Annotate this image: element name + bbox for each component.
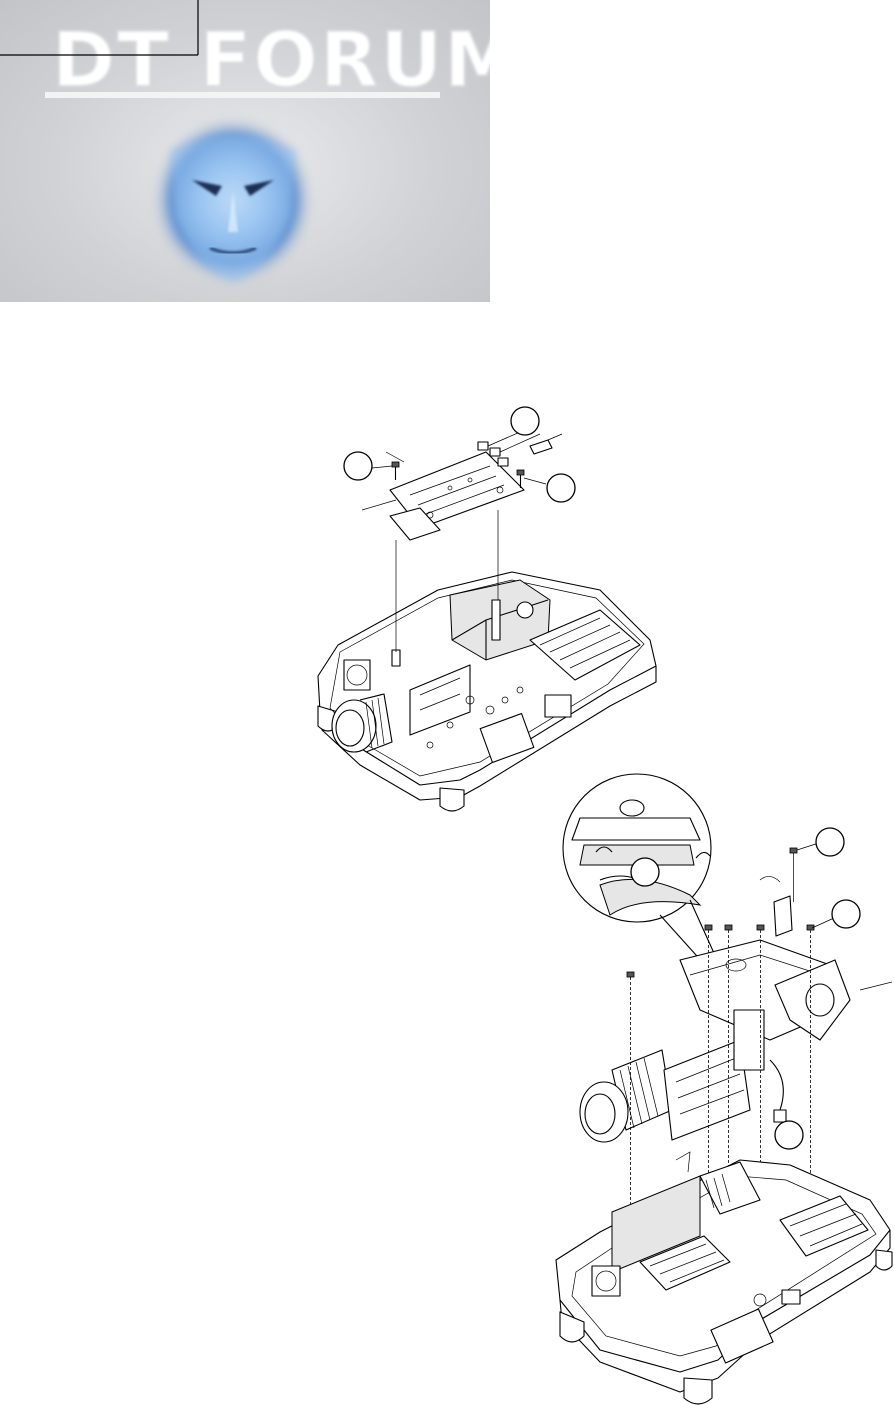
logo-lettering: DT FORUM <box>52 15 490 104</box>
detail-inset <box>563 774 718 965</box>
exploded-view-diagram <box>0 302 894 1405</box>
lower-assembly <box>556 774 892 1404</box>
callout-circle <box>775 1121 803 1149</box>
lens <box>580 1050 672 1142</box>
callout-circle <box>547 474 575 502</box>
svg-text:DT FORUM: DT FORUM <box>52 15 490 104</box>
screw-icon <box>790 848 797 902</box>
logo-graphic: DT FORUM <box>0 0 490 302</box>
upper-assembly <box>318 407 656 811</box>
callout-circle <box>832 900 860 928</box>
glowing-face-logo-icon <box>151 115 315 285</box>
callout-circle <box>816 828 844 856</box>
callout-circle <box>511 407 539 435</box>
callout-circle <box>631 858 659 886</box>
logo-banner: DT FORUM <box>0 0 490 302</box>
screw-icon <box>392 462 399 480</box>
callout-circle <box>344 452 372 480</box>
